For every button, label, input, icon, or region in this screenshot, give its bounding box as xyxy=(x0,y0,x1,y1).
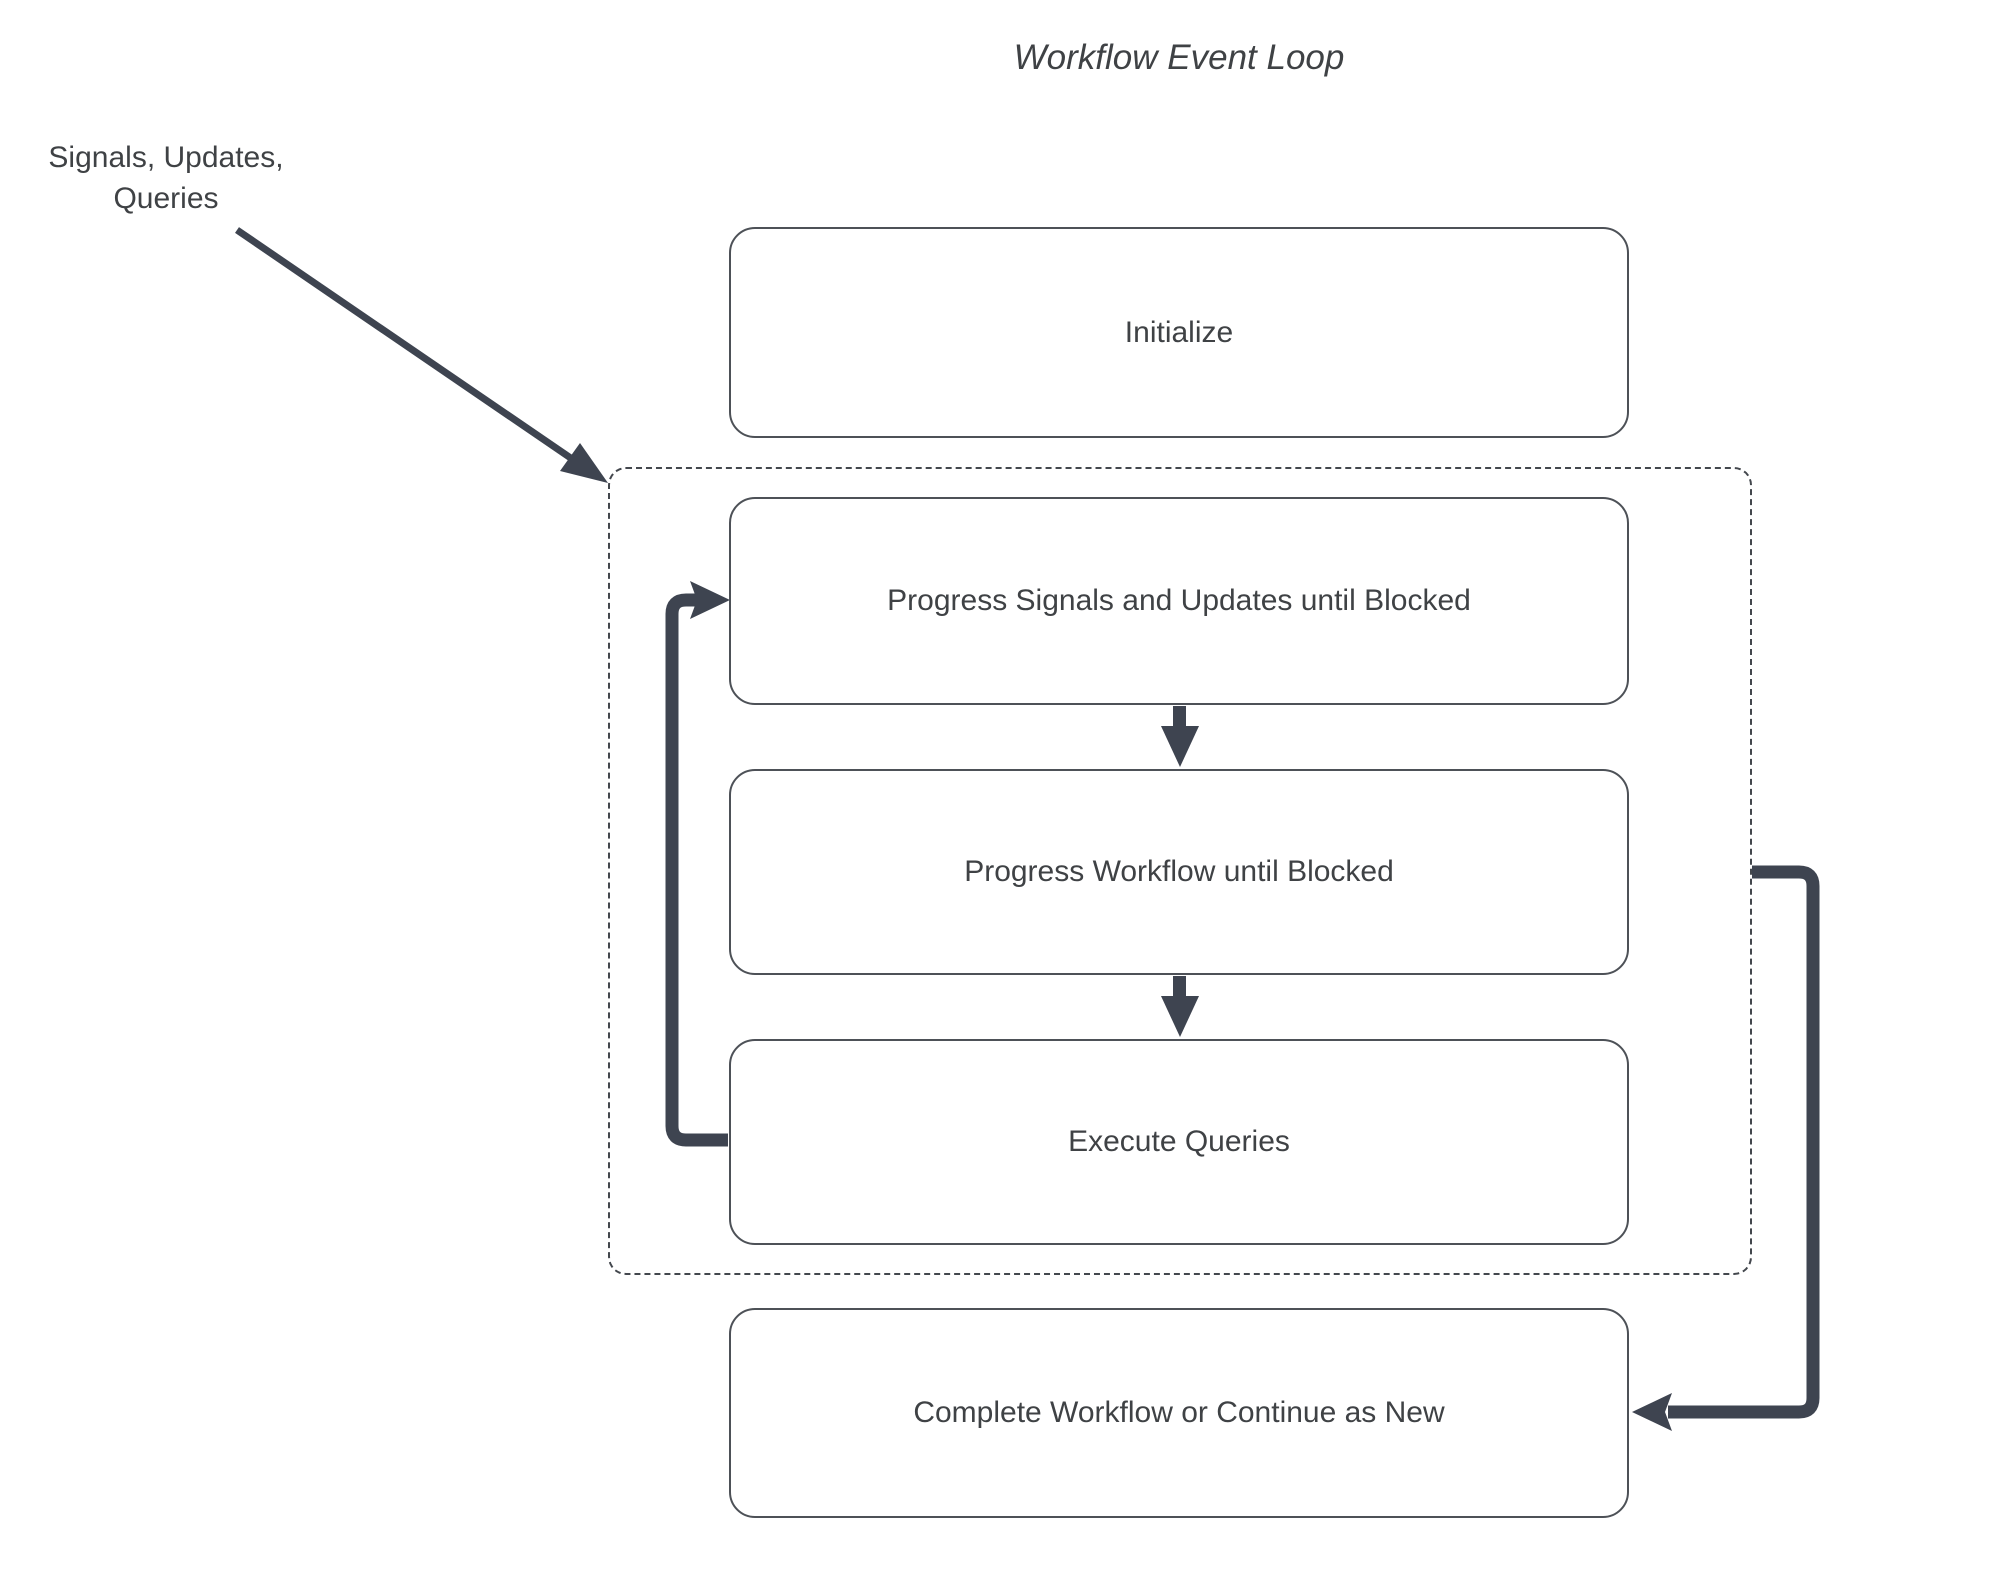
node-execute-queries: Execute Queries xyxy=(729,1039,1629,1245)
down-arrow-2 xyxy=(1161,976,1199,1037)
node-complete-label: Complete Workflow or Continue as New xyxy=(913,1396,1445,1429)
node-progress-signals-label: Progress Signals and Updates until Block… xyxy=(887,584,1471,617)
signals-updates-queries-label: Signals, Updates, Queries xyxy=(48,141,284,215)
event-loop-group xyxy=(608,467,1752,1275)
node-execute-queries-label: Execute Queries xyxy=(1068,1125,1290,1158)
node-progress-signals: Progress Signals and Updates until Block… xyxy=(729,497,1629,705)
node-initialize-label: Initialize xyxy=(1124,315,1234,349)
node-progress-workflow: Progress Workflow until Blocked xyxy=(729,769,1629,975)
node-complete: Complete Workflow or Continue as New xyxy=(729,1308,1629,1518)
loop-back-arrow xyxy=(665,581,730,1147)
down-arrow-1 xyxy=(1161,706,1199,767)
node-progress-workflow-label: Progress Workflow until Blocked xyxy=(964,855,1394,888)
node-initialize: Initialize xyxy=(729,227,1629,438)
diagram-title: Workflow Event Loop xyxy=(1013,38,1345,77)
continue-arrow xyxy=(1632,865,1820,1431)
signals-arrow xyxy=(235,227,608,483)
